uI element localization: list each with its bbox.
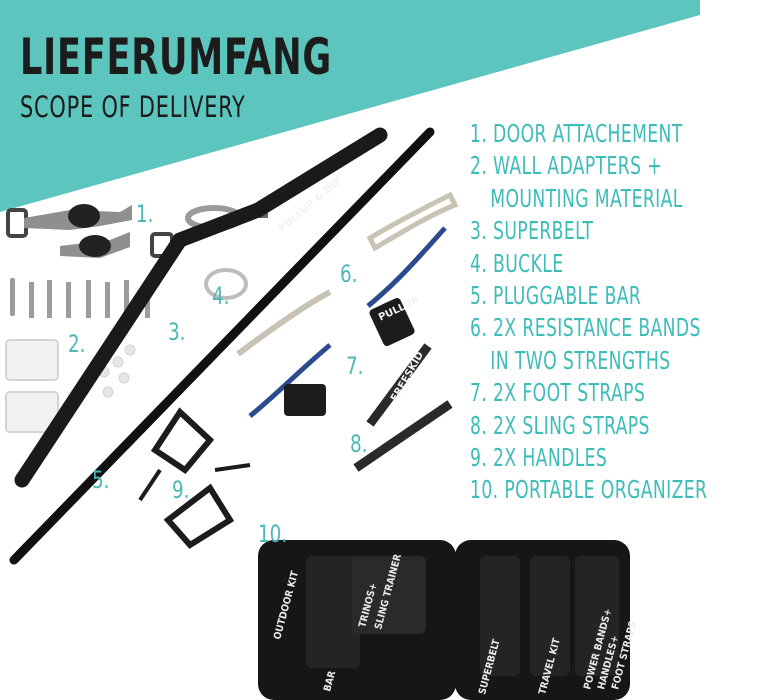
list-item: 8. 2X SLING STRAPS xyxy=(470,410,650,440)
portable-organizer: OUTDOOR KIT TRINOS+ SLING TRAINER BAR SU… xyxy=(258,540,639,700)
label-3: 3. xyxy=(168,318,186,346)
teal-banner xyxy=(0,0,700,212)
label-8: 8. xyxy=(350,430,368,458)
label-4: 4. xyxy=(212,282,230,310)
list-item: 5. PLUGGABLE BAR xyxy=(470,281,642,311)
list-item: 1. DOOR ATTACHEMENT xyxy=(470,119,683,148)
page-subtitle: SCOPE OF DELIVERY xyxy=(20,90,246,124)
label-6: 6. xyxy=(340,260,358,288)
organizer-label-bar: BAR xyxy=(322,670,338,693)
list-item: 7. 2X FOOT STRAPS xyxy=(470,378,646,408)
wall-adapters xyxy=(5,339,136,433)
sling-brand-text: FREESKID xyxy=(389,350,426,403)
resistance-bands xyxy=(236,191,459,418)
list-item: 4. BUCKLE xyxy=(470,248,564,278)
list-item: 2. WALL ADAPTERS + xyxy=(470,151,663,181)
label-9: 9. xyxy=(172,476,190,504)
pluggable-bar xyxy=(9,127,435,565)
list-item: 6. 2X RESISTANCE BANDS xyxy=(470,313,701,343)
list-item: MOUNTING MATERIAL xyxy=(490,183,683,213)
superbelt-strap xyxy=(14,127,388,488)
list-item: IN TWO STRENGTHS xyxy=(490,345,671,375)
items-photo: PULLUP & DIP PULLUP FREESKID xyxy=(5,127,639,700)
handles xyxy=(138,407,251,549)
buckle xyxy=(204,268,248,300)
label-2: 2. xyxy=(68,330,86,358)
label-10: 10. xyxy=(258,520,288,548)
label-5: 5. xyxy=(92,466,110,494)
list-item: 3. SUPERBELT xyxy=(470,216,594,246)
label-7: 7. xyxy=(346,352,364,380)
sling-straps: FREESKID xyxy=(353,343,453,472)
product-image: LIEFERUMFANG SCOPE OF DELIVERY 1. DOOR A… xyxy=(0,0,707,700)
list-item: 9. 2X HANDLES xyxy=(470,443,608,473)
page-title: LIEFERUMFANG xyxy=(20,28,332,86)
label-1: 1. xyxy=(136,200,154,228)
list-item: 10. PORTABLE ORGANIZER xyxy=(470,475,708,505)
contents-list: 1. DOOR ATTACHEMENT 2. WALL ADAPTERS + M… xyxy=(470,118,774,507)
